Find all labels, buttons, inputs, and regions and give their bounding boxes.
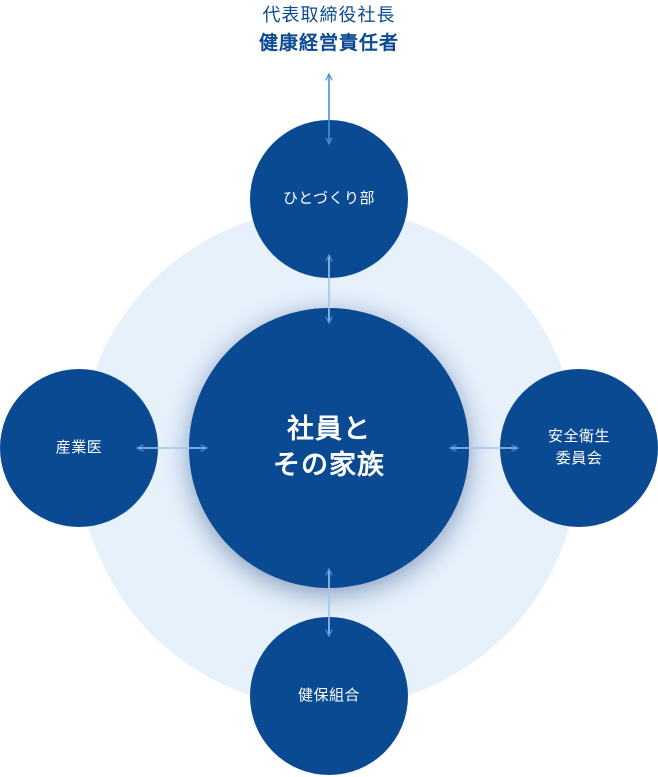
node-safety-health-committee-label-line1: 安全衛生	[547, 427, 610, 446]
center-label-line1: 社員と	[287, 413, 371, 445]
responsible-person-title: 代表取締役社長 健康経営責任者	[0, 2, 658, 57]
node-industrial-physician-label: 産業医	[55, 438, 103, 457]
node-industrial-physician: 産業医	[0, 369, 158, 527]
node-health-insurance-union-label: 健保組合	[297, 686, 360, 705]
title-line-health-manager: 健康経営責任者	[258, 32, 399, 54]
node-health-insurance-union: 健保組合	[250, 617, 408, 775]
node-safety-health-committee: 安全衛生 委員会	[500, 369, 658, 527]
node-hitozukuri-dept: ひとづくり部	[250, 120, 408, 278]
node-hitozukuri-dept-label: ひとづくり部	[283, 189, 375, 208]
node-safety-health-committee-label-line2: 委員会	[555, 449, 603, 467]
node-employees-and-families: 社員と その家族	[189, 308, 469, 588]
title-line-president: 代表取締役社長	[262, 5, 396, 26]
center-label-line2: その家族	[273, 450, 385, 481]
